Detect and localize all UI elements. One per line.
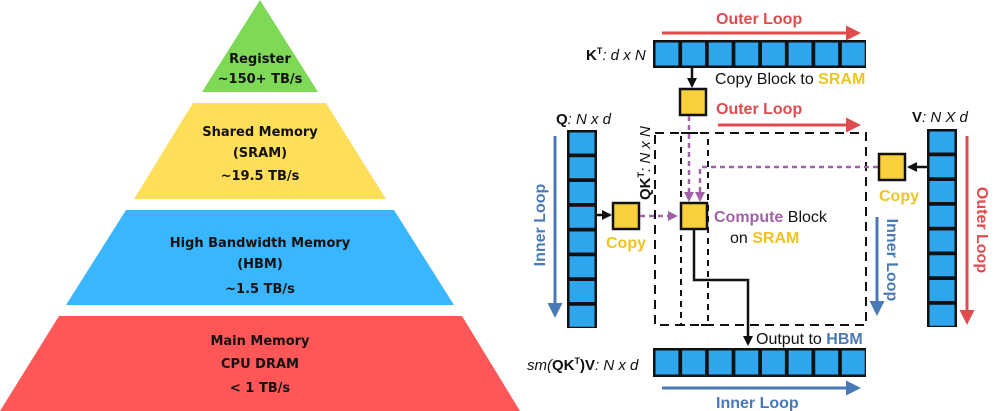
pyramid-level-register (202, 0, 318, 92)
kt-matrix-block (788, 42, 812, 66)
outer-loop-label-v: Outer Loop (973, 187, 990, 273)
output-matrix-block (841, 350, 865, 375)
qkt-matrix-label: QKT: N x N (636, 126, 654, 200)
q-matrix-block (569, 132, 595, 154)
kt-matrix-block (708, 42, 732, 66)
output-matrix-block (788, 350, 812, 375)
kt-matrix-block (841, 42, 865, 66)
qkt-matrix-region (654, 132, 867, 326)
kt-sram-block (678, 87, 708, 117)
q-matrix-block (569, 256, 595, 278)
register-bandwidth: ~150+ TB/s (218, 72, 303, 87)
hbm-name: High Bandwidth Memory (170, 236, 351, 251)
copy-block-label: Copy Block to SRAM (715, 71, 865, 88)
q-sram-block (611, 201, 641, 231)
v-matrix-label: V: N X d (912, 109, 969, 126)
output-matrix-block (655, 350, 679, 375)
v-matrix-blocks (927, 129, 957, 327)
shared-memory-abbr: (SRAM) (233, 146, 287, 161)
q-matrix-block (569, 157, 595, 179)
kt-matrix-blocks (653, 40, 866, 68)
copy-label-v: Copy (879, 188, 919, 205)
shared-memory-bandwidth: ~19.5 TB/s (221, 169, 300, 184)
q-matrix-blocks (567, 130, 597, 328)
q-matrix-label: Q: N x d (556, 111, 612, 128)
q-matrix-block (569, 231, 595, 253)
q-matrix-block (569, 305, 595, 327)
output-path (692, 229, 753, 346)
main-memory-bandwidth: < 1 TB/s (230, 381, 291, 396)
shared-memory-name: Shared Memory (202, 125, 318, 140)
inner-loop-label-v: Inner Loop (883, 219, 900, 302)
q-matrix-block (569, 281, 595, 302)
v-matrix-block (929, 304, 955, 326)
q-matrix-block (569, 206, 595, 228)
compute-block (679, 201, 709, 231)
hbm-abbr: (HBM) (237, 257, 283, 272)
output-matrix-block (762, 350, 785, 375)
v-matrix-block (929, 255, 955, 277)
on-sram-label: on SRAM (730, 230, 799, 247)
hbm-bandwidth: ~1.5 TB/s (225, 282, 295, 297)
kt-matrix-block (762, 42, 785, 66)
kt-matrix-label: KT: d x N (586, 46, 646, 64)
memory-pyramid: Register ~150+ TB/s Shared Memory (SRAM)… (0, 0, 520, 411)
output-to-hbm-label: Output to HBM (756, 331, 863, 348)
pyramid-level-main-memory (0, 316, 520, 411)
q-matrix-block (569, 182, 595, 203)
kt-matrix-block (735, 42, 759, 66)
output-matrix-label: sm(QKT)V: N x d (527, 356, 639, 374)
inner-loop-label-q: Inner Loop (532, 183, 549, 266)
main-memory-name: Main Memory (210, 334, 310, 349)
kt-matrix-block (682, 42, 705, 66)
pyramid-level-hbm (66, 210, 454, 305)
output-matrix-block (708, 350, 732, 375)
copy-label-q: Copy (606, 235, 646, 252)
inner-loop-label-bottom: Inner Loop (716, 395, 799, 411)
flow-v-to-compute (695, 165, 878, 202)
v-matrix-block (929, 230, 955, 252)
kt-matrix-block (655, 42, 679, 66)
compute-block-label: Compute Block (714, 209, 828, 226)
main-memory-type: CPU DRAM (221, 357, 299, 372)
output-matrix-blocks (653, 348, 866, 377)
output-matrix-block (735, 350, 759, 375)
v-matrix-block (929, 131, 955, 153)
kt-matrix-block (815, 42, 839, 66)
v-matrix-block (929, 205, 955, 227)
v-sram-block (877, 152, 907, 182)
output-matrix-block (815, 350, 839, 375)
output-matrix-block (682, 350, 705, 375)
register-name: Register (229, 52, 291, 67)
v-matrix-block (929, 280, 955, 301)
outer-loop-label-middle: Outer Loop (716, 101, 802, 118)
pyramid-level-shared-memory (134, 103, 386, 199)
outer-loop-label-top: Outer Loop (716, 11, 802, 28)
flash-attention-diagram: Outer Loop KT: d x N Copy Block to SRAM … (527, 11, 990, 411)
v-matrix-block (929, 181, 955, 202)
v-matrix-block (929, 156, 955, 178)
